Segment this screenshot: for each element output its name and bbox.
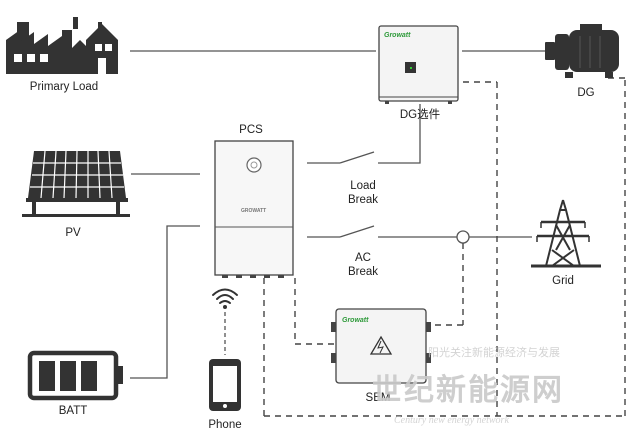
phone-label: Phone — [208, 419, 241, 431]
solar-panel-icon — [22, 150, 130, 217]
pv-label: PV — [65, 227, 81, 239]
pcs-label: PCS — [239, 124, 263, 136]
sem-brand: Growatt — [342, 317, 369, 324]
watermark-en: Century new energy network — [394, 415, 509, 426]
connection-lines — [130, 50, 545, 379]
primary-load-label: Primary Load — [30, 81, 98, 93]
line-dg-option-to-load-break — [378, 104, 421, 164]
ac-break-switch — [339, 225, 375, 238]
pcs-led-ring — [246, 157, 262, 173]
sem-device: Growatt — [331, 308, 431, 384]
warning-icon — [369, 335, 393, 355]
phone-icon — [209, 359, 241, 411]
load-break-label-line1: Load — [350, 180, 376, 192]
grid-tower-icon — [531, 199, 601, 268]
battery-icon — [27, 350, 123, 401]
sem-label: SEM — [366, 392, 391, 404]
dg-option-device: Growatt — [378, 25, 459, 104]
pcs-device: GROWATT — [214, 140, 294, 278]
line-batt-to-pcs — [130, 225, 200, 379]
load-break-switch — [339, 151, 375, 164]
watermark-cn-big: 世纪新能源网 — [372, 373, 564, 408]
factory-windows — [14, 44, 112, 74]
batt-label: BATT — [59, 405, 88, 417]
breaker-blades — [339, 151, 375, 238]
load-break-label-line2: Break — [348, 194, 378, 206]
ac-break-label-line1: AC — [355, 252, 371, 264]
grid-label: Grid — [552, 275, 574, 287]
communication-lines — [263, 77, 626, 417]
watermark: 阳光关注新能源经济与发展 世纪新能源网 Century new energy n… — [372, 345, 564, 426]
watermark-cn-small: 阳光关注新能源经济与发展 — [428, 345, 560, 359]
ac-break-label-line2: Break — [348, 266, 378, 278]
dg-option-label: DG选件 — [400, 107, 440, 121]
pcs-brand: GROWATT — [241, 208, 266, 214]
dg-option-brand: Growatt — [384, 32, 411, 39]
ct-sensor-icon — [456, 230, 470, 244]
generator-icon — [545, 24, 619, 78]
dg-label: DG — [577, 87, 594, 99]
wifi-icon — [212, 288, 238, 309]
